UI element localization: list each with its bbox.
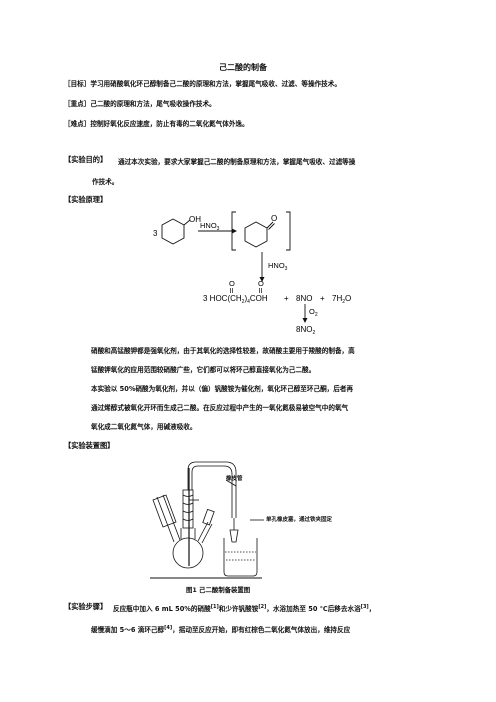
byproduct-water: 7H2O	[332, 294, 351, 305]
purpose-line-1: 通过本次实验，要求大家掌握己二酸的制备原理和方法，掌握尾气吸收、过滤等操	[118, 158, 356, 166]
label-stopper: 单孔橡皮塞，通过铁夹固定	[266, 517, 333, 523]
coefficient-3: 3	[153, 229, 158, 238]
difficulty-line: ［难点］控制好氧化反应速度，防止有毒的二氧化氮气体外逸。	[64, 120, 249, 128]
cyclohexanol-structure	[161, 218, 191, 245]
page-title: 己二酸的制备	[219, 63, 267, 72]
intermediate-brackets	[231, 211, 291, 251]
adipic-acid-product: 3 HOC(CH2)4COH	[203, 294, 268, 305]
apparatus-heading: 【实验装置图】	[64, 441, 115, 450]
principle-para1-line2: 锰酸钾氧化的应用范围较硝酸广些，它们都可以将环己醇直接氧化为己二酸。	[91, 366, 316, 374]
principle-para2-line3: 氧化成二氧化氮气体，用碱液吸收。	[91, 423, 197, 431]
key-line: ［重点］己二酸的原理和方法，尾气吸收操作技术。	[64, 100, 216, 108]
cyclohexanone-structure	[244, 221, 275, 248]
plus-sign-2: +	[320, 294, 325, 303]
procedure-heading: 【实验步骤】	[64, 602, 108, 611]
principle-para1-line1: 硝酸和高锰酸钾都是强氧化剂，由于其氧化的选择性较差，故硝酸主要用于羧酸的制备，高	[91, 347, 355, 355]
ketone-oxygen: O	[271, 214, 277, 223]
product-no2: 8NO2	[296, 325, 315, 336]
oh-group: OH	[189, 215, 201, 224]
apparatus-diagram	[150, 461, 264, 579]
carbonyl-oxygen-2: O	[258, 279, 264, 288]
principle-heading: 【实验原理】	[64, 195, 108, 204]
reagent-hno3-top: HNO	[200, 221, 217, 230]
reagent-hno3-down: HNO	[268, 261, 285, 270]
principle-para2-line1: 本实验以 50%硝酸为氧化剂，并以（偏）钒酸铵为催化剂，氧化环己醇至环己酮，后者…	[91, 385, 354, 393]
figure-caption: 图1 己二酸制备装置图	[186, 586, 251, 594]
purpose-heading: 【实验目的】	[64, 155, 108, 164]
procedure-line-2: 缓慢滴加 5～6 滴环己醇[4]，摇动至反应开始，即有红棕色二氧化氮气体放出，维…	[91, 625, 351, 634]
svg-text:HNO3: HNO3	[268, 261, 288, 272]
reagent-o2: O2	[309, 307, 318, 318]
plus-sign-1: +	[284, 294, 289, 303]
goal-line: ［目标］学习用硝酸氧化环己醇制备己二酸的原理和方法，掌握尾气吸收、过滤、等操作技…	[64, 80, 341, 88]
carbonyl-oxygen-1: O	[229, 279, 235, 288]
svg-text:HNO3: HNO3	[200, 221, 220, 232]
procedure-line-1: 反应瓶中加入 6 mL 50%的硝酸[1]和少许钒酸铵[2]，水浴加热至 50 …	[113, 604, 376, 613]
principle-para2-line2: 通过烯醇式被氧化开环而生成己二酸。在反应过程中产生的一氧化氮极易被空气中的氧气	[91, 404, 349, 412]
label-rubber-tube: 橡皮管	[226, 476, 243, 482]
purpose-line-2: 作技术。	[92, 178, 119, 186]
byproduct-no: 8NO	[296, 294, 312, 303]
